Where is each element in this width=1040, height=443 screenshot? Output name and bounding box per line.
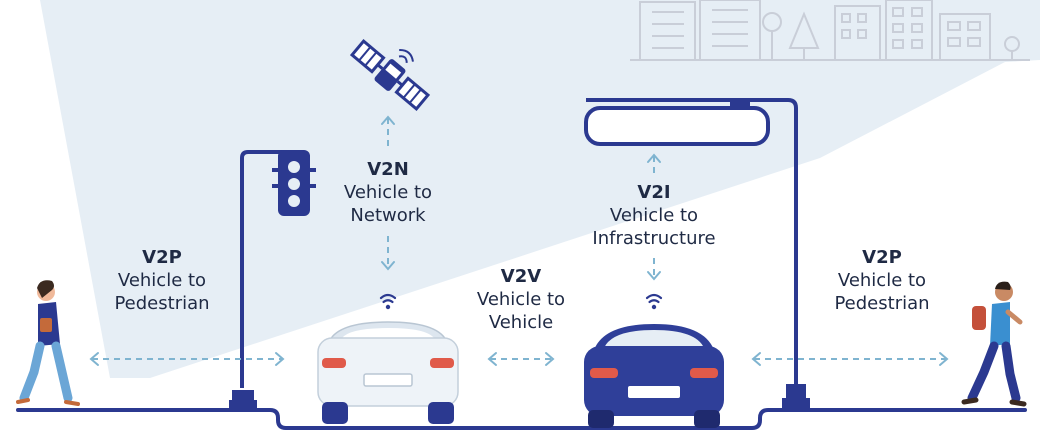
label-v2n: V2N Vehicle to Network bbox=[328, 158, 448, 227]
label-v2i-line1: Vehicle to bbox=[609, 205, 699, 227]
pedestrian-icon-left bbox=[16, 280, 80, 406]
label-v2i-code: V2I bbox=[637, 182, 671, 203]
label-v2p-right: V2P Vehicle to Pedestrian bbox=[822, 246, 942, 315]
label-v2i: V2I Vehicle to Infrastructure bbox=[584, 181, 724, 250]
label-v2v: V2V Vehicle to Vehicle bbox=[461, 265, 581, 334]
label-v2p-right-line1: Vehicle to bbox=[837, 270, 927, 292]
satellite-icon bbox=[349, 38, 431, 112]
car-icon-blue bbox=[584, 324, 724, 428]
sky-background bbox=[40, 0, 1040, 378]
label-v2v-code: V2V bbox=[500, 266, 542, 287]
pedestrian-icon-right bbox=[961, 281, 1027, 407]
label-v2p-right-code: V2P bbox=[862, 247, 902, 268]
wifi-signal-icon-2 bbox=[645, 293, 663, 304]
street-light-icon bbox=[584, 98, 810, 408]
label-v2n-line2: Network bbox=[350, 205, 426, 227]
label-v2p-left-code: V2P bbox=[142, 247, 182, 268]
label-v2p-left-line1: Vehicle to bbox=[117, 270, 207, 292]
car-icon-white bbox=[317, 321, 459, 424]
label-v2i-line2: Infrastructure bbox=[592, 228, 716, 250]
label-v2v-line1: Vehicle to bbox=[476, 289, 566, 311]
label-v2p-left: V2P Vehicle to Pedestrian bbox=[102, 246, 222, 315]
city-skyline-icon bbox=[630, 0, 1030, 61]
label-v2p-left-line2: Pedestrian bbox=[114, 293, 210, 315]
label-v2v-line2: Vehicle bbox=[488, 312, 554, 334]
wifi-signal-icon bbox=[379, 293, 397, 304]
label-v2n-code: V2N bbox=[367, 159, 409, 180]
label-v2p-right-line2: Pedestrian bbox=[834, 293, 930, 315]
road-line bbox=[16, 408, 1027, 430]
traffic-light-icon bbox=[229, 150, 316, 408]
label-v2n-line1: Vehicle to bbox=[343, 182, 433, 204]
